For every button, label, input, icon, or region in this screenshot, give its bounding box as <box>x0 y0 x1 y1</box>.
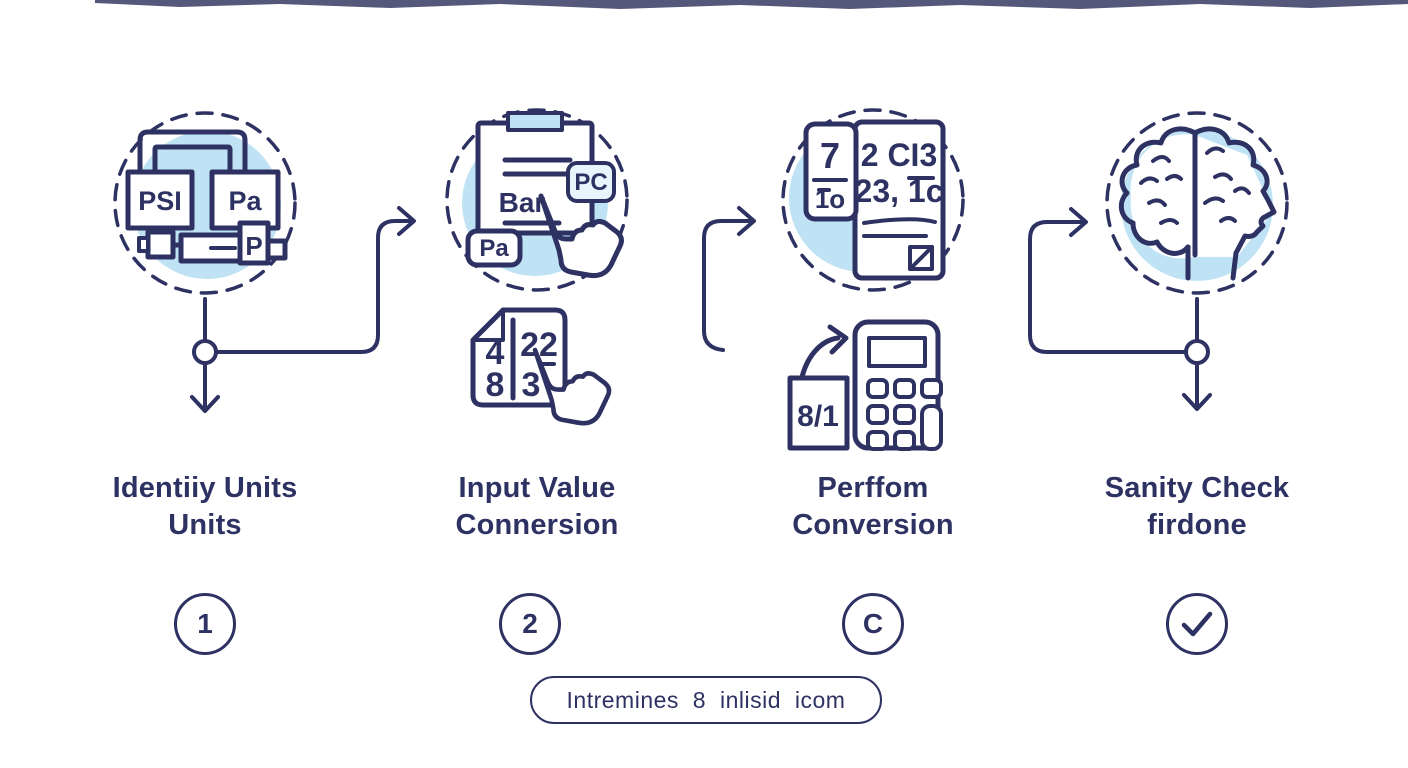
calculator-icon: 8/1 <box>787 319 943 451</box>
badge-pc: PC <box>574 169 607 196</box>
step-label-3: Perffom Conversion <box>713 470 1033 544</box>
step-label-line: Perffom <box>817 472 929 504</box>
arrow-right-icon <box>737 206 756 236</box>
step-label-line: Input Value <box>458 472 616 504</box>
node-dot <box>192 339 218 365</box>
step-label-line: Units <box>168 509 242 541</box>
check-icon <box>1181 611 1213 637</box>
footer-caption: Intremines 8 inlisid icom <box>566 686 846 713</box>
doc-label-bar: Bar <box>499 187 546 218</box>
fraction-numerator: 7 <box>820 135 840 176</box>
unit-label-pa: Pa <box>228 186 262 216</box>
clipboard-selection-icon: Bar PC Pa <box>445 108 629 292</box>
connector-line <box>1028 220 1188 354</box>
table-line1: 2 CI3 <box>861 137 937 173</box>
step-badge-3: C <box>842 593 904 655</box>
values-page-icon: 4 8 22 3 <box>470 307 612 426</box>
step-number: 1 <box>197 608 213 639</box>
arrow-down-icon <box>1182 393 1212 411</box>
step-label-2: Input Value Connersion <box>377 470 697 544</box>
step-badge-4 <box>1166 593 1228 655</box>
step-number: 2 <box>522 608 538 639</box>
badge-pa: Pa <box>479 235 509 262</box>
step-badge-2: 2 <box>499 593 561 655</box>
step-label-line: Connersion <box>455 509 619 541</box>
node-dot <box>1184 339 1210 365</box>
connector-line <box>702 219 752 352</box>
step-label-line: Sanity Check <box>1104 472 1290 504</box>
pressure-units-icon: PSI Pa P <box>113 111 297 295</box>
step-label-line: firdone <box>1147 509 1247 541</box>
top-torn-edge <box>95 0 1408 9</box>
pointer-hand-icon <box>532 347 612 426</box>
step-label-line: Identiiy Units <box>112 472 298 504</box>
unit-label-psi: PSI <box>138 186 182 216</box>
arrow-down-icon <box>190 395 220 413</box>
value-4: 4 <box>486 334 505 372</box>
connector-line <box>214 219 412 354</box>
arrow-right-icon <box>1069 207 1088 237</box>
ratio-label: 8/1 <box>797 400 839 433</box>
conversion-table-icon: 7 1o 2 CI3 23, 1c <box>781 108 965 292</box>
value-3: 3 <box>522 366 541 404</box>
brain-icon <box>1105 111 1289 295</box>
step-badge-1: 1 <box>174 593 236 655</box>
footer-caption-pill: Intremines 8 inlisid icom <box>530 676 882 724</box>
step-label-line: Conversion <box>792 509 954 541</box>
value-8: 8 <box>486 366 505 404</box>
step-number: C <box>862 608 884 639</box>
step-label-4: Sanity Check firdone <box>1037 470 1357 544</box>
pointer-hand-icon <box>538 193 624 278</box>
step-label-1: Identiiy Units Units <box>45 470 365 544</box>
unit-label-p: P <box>245 231 262 261</box>
arrow-right-icon <box>397 206 416 236</box>
